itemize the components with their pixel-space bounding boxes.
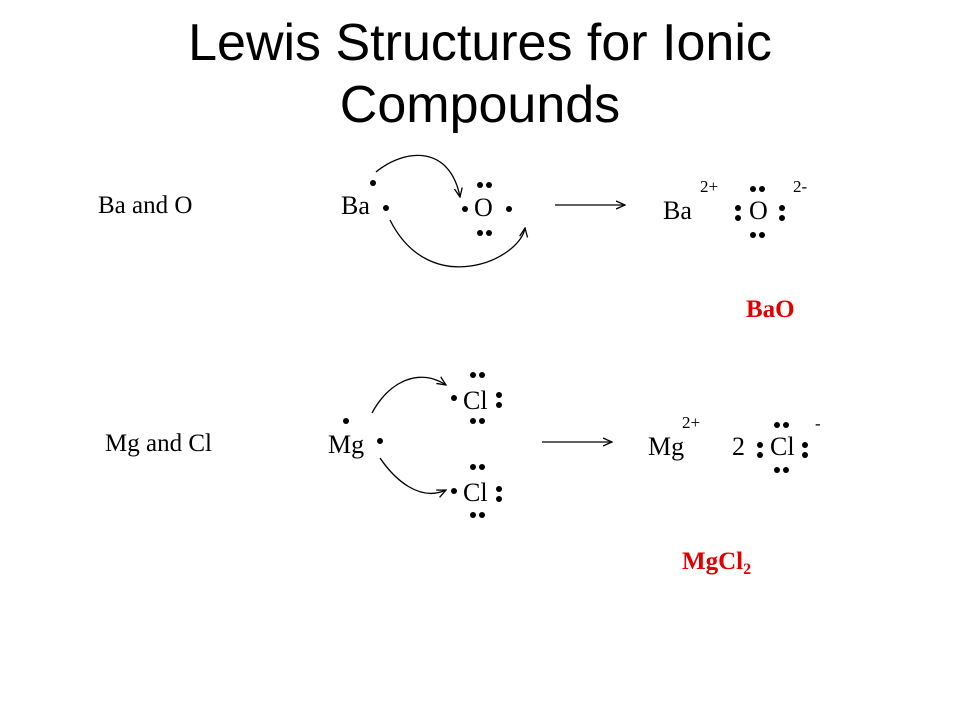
o-valence-electron <box>477 182 483 188</box>
reactant-symbol-ba: Ba <box>341 191 370 220</box>
cl-valence-electron <box>470 512 476 518</box>
oxide-ion-charge: 2- <box>793 177 808 196</box>
cl-valence-electron <box>479 372 485 378</box>
oxide-electron <box>735 215 741 221</box>
oxide-electron <box>759 232 765 238</box>
cl-valence-electron <box>470 372 476 378</box>
product-symbol-o: O <box>749 196 768 225</box>
cl-valence-electron <box>479 464 485 470</box>
oxide-electron <box>779 205 785 211</box>
formula-bao: BaO <box>746 296 795 323</box>
ba-upper-electron-arrow <box>375 154 460 197</box>
product-symbol-mg: Mg <box>648 432 685 461</box>
ba-ion-charge: 2+ <box>700 177 719 196</box>
o-valence-electron <box>486 182 492 188</box>
oxide-electron <box>750 186 756 192</box>
title-line-1: Lewis Structures for Ionic <box>188 14 772 72</box>
o-valence-electron <box>506 206 512 212</box>
cl-valence-electron <box>496 392 502 398</box>
chloride-electron <box>774 422 780 428</box>
chloride-electron <box>757 442 763 448</box>
oxide-electron <box>779 215 785 221</box>
cl-valence-electron <box>496 486 502 492</box>
ba-lower-electron-arrow <box>389 219 525 268</box>
reaction-label-mg-cl: Mg and Cl <box>105 430 212 457</box>
cl-valence-electron <box>451 488 457 494</box>
reactant-symbol-mg: Mg <box>328 430 365 459</box>
cl-valence-electron <box>496 402 502 408</box>
cl-valence-electron <box>496 496 502 502</box>
oxide-electron <box>759 186 765 192</box>
reactant-symbol-cl-upper: Cl <box>463 386 488 415</box>
product-symbol-ba: Ba <box>663 196 692 225</box>
mg-valence-electron <box>377 438 383 444</box>
cl-valence-electron <box>479 512 485 518</box>
chloride-electron <box>757 452 763 458</box>
chloride-electron <box>774 467 780 473</box>
cl-valence-electron <box>451 395 457 401</box>
mg-valence-electron <box>343 418 349 424</box>
reactant-symbol-cl-lower: Cl <box>463 478 488 507</box>
cl-valence-electron <box>470 418 476 424</box>
chloride-electron <box>783 467 789 473</box>
reactant-symbol-o: O <box>474 193 493 222</box>
o-valence-electron <box>477 230 483 236</box>
formula-mgcl2-subscript: 2 <box>743 561 752 578</box>
chloride-coefficient: 2 <box>732 432 745 461</box>
ba-valence-electron <box>370 180 376 186</box>
oxide-electron <box>735 205 741 211</box>
title-line-2: Compounds <box>339 76 621 134</box>
slide-title: Lewis Structures for Ionic Compounds <box>0 12 960 136</box>
formula-mgcl2-main: MgCl <box>682 548 744 575</box>
mg-lower-electron-arrow <box>379 457 446 493</box>
mg-upper-electron-arrow <box>371 377 446 414</box>
chloride-electron <box>802 452 808 458</box>
chloride-electron <box>802 442 808 448</box>
formula-mgcl2: MgCl2 <box>682 548 751 579</box>
oxide-electron <box>750 232 756 238</box>
o-valence-electron <box>462 206 468 212</box>
ba-valence-electron <box>383 205 389 211</box>
chloride-ion-charge: - <box>815 414 821 433</box>
o-valence-electron <box>486 230 492 236</box>
chloride-electron <box>783 422 789 428</box>
cl-valence-electron <box>479 418 485 424</box>
cl-valence-electron <box>470 464 476 470</box>
reaction-label-ba-o: Ba and O <box>98 192 193 219</box>
product-symbol-cl: Cl <box>770 432 795 461</box>
mg-ion-charge: 2+ <box>682 413 701 432</box>
